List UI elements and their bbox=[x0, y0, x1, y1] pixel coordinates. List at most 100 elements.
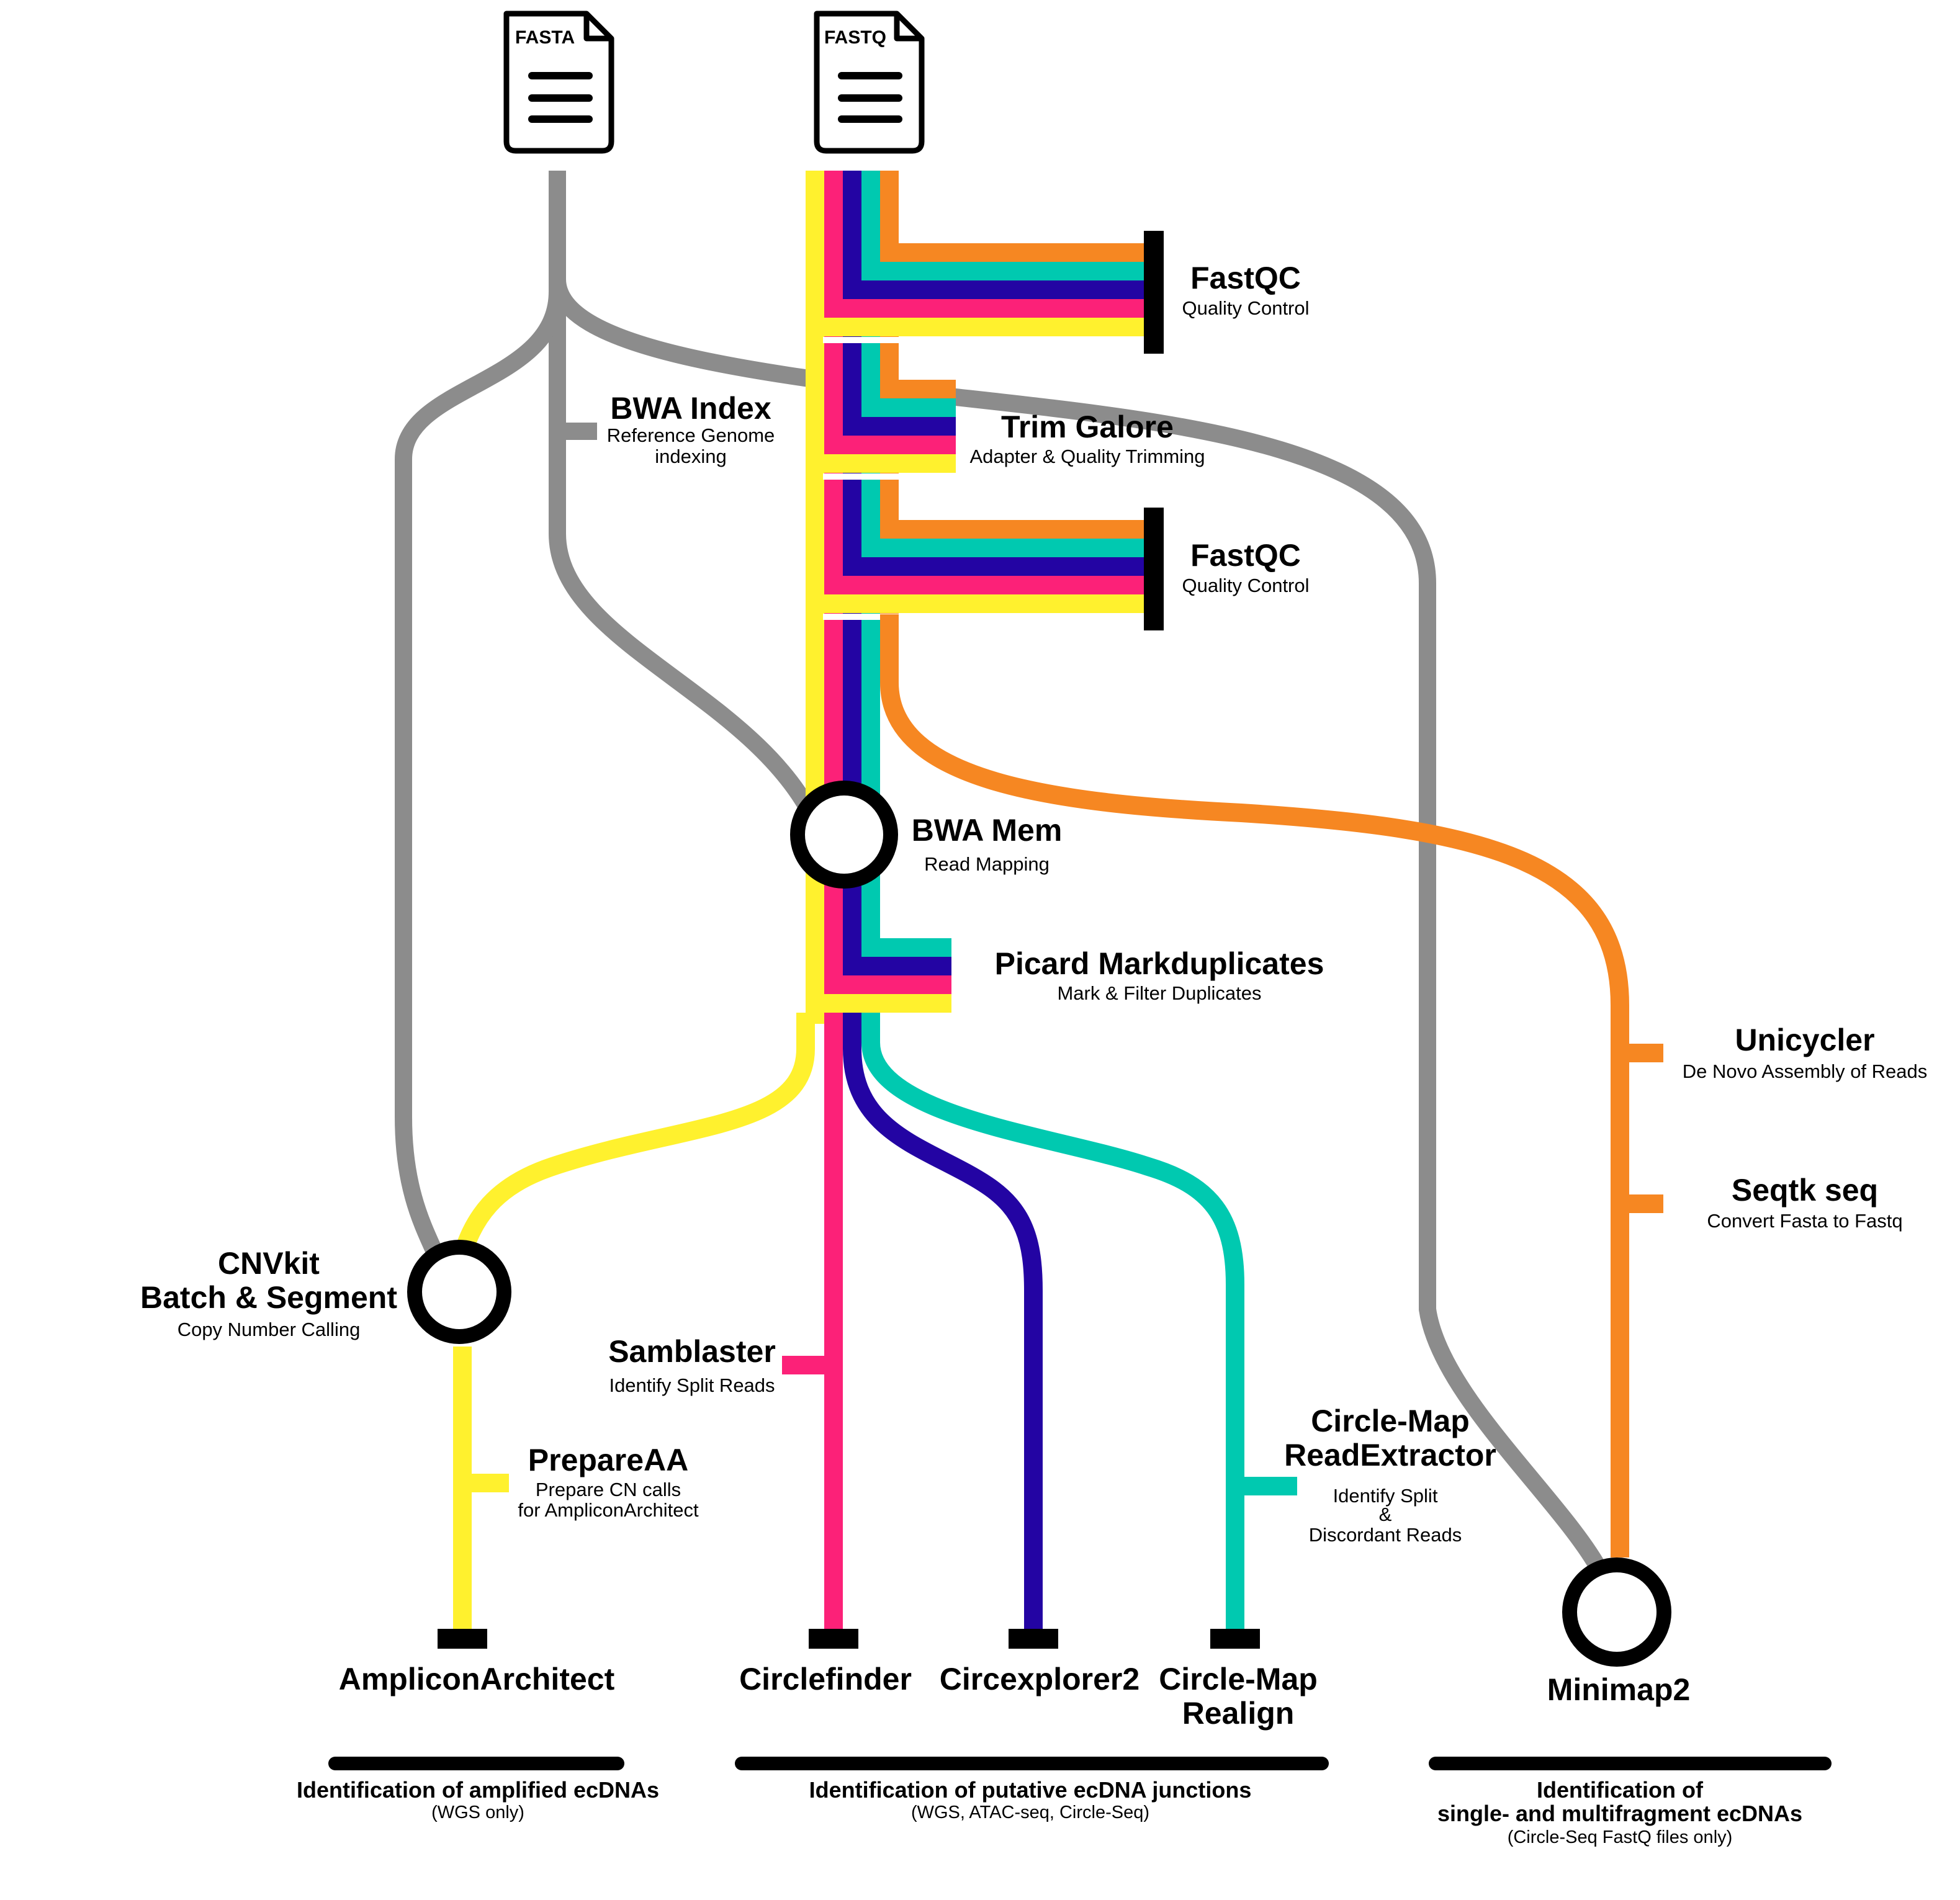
readextractor-label: Circle-Map ReadExtractor Identify Split … bbox=[1284, 1404, 1496, 1546]
trim-teal bbox=[861, 398, 956, 417]
fastqc2-yellow bbox=[806, 594, 1153, 613]
fastqc2-teal bbox=[861, 539, 1153, 557]
picard-pink bbox=[824, 975, 951, 994]
trim-galore-branch bbox=[806, 380, 956, 473]
trim-orange bbox=[880, 380, 956, 398]
circexplorer-stop bbox=[1009, 1629, 1058, 1649]
bwa-index-subtitle-1: Reference Genome bbox=[607, 424, 775, 446]
fastqc2-label: FastQC Quality Control bbox=[1182, 538, 1309, 596]
minimap2-station bbox=[1562, 1557, 1671, 1667]
readextractor-title-1: Circle-Map bbox=[1311, 1404, 1470, 1438]
bwa-index-label: BWA Index Reference Genome indexing bbox=[607, 391, 775, 467]
group-amplified-label: Identification of amplified ecDNAs (WGS … bbox=[297, 1777, 659, 1822]
circlefinder-stop bbox=[809, 1629, 858, 1649]
trim-pink bbox=[824, 436, 956, 454]
fasta-label: FASTA bbox=[515, 27, 575, 48]
gap-2 bbox=[823, 473, 904, 480]
seqtk-label: Seqtk seq Convert Fasta to Fastq bbox=[1707, 1173, 1902, 1232]
group-junctions-title: Identification of putative ecDNA junctio… bbox=[809, 1777, 1252, 1803]
fastqc1-navy bbox=[843, 280, 1153, 299]
bwa-mem-subtitle: Read Mapping bbox=[924, 853, 1050, 875]
trunk-pink bbox=[824, 171, 843, 831]
gap-1 bbox=[823, 337, 904, 343]
unicycler-subtitle: De Novo Assembly of Reads bbox=[1683, 1060, 1928, 1082]
endpoint-amplicon: AmpliconArchitect bbox=[339, 1662, 615, 1696]
trim-yellow bbox=[806, 454, 956, 473]
prepareaa-subtitle-1: Prepare CN calls bbox=[536, 1479, 681, 1500]
cnvkit-title-1: CNVkit bbox=[218, 1246, 320, 1281]
fasta-line-to-bwa-index bbox=[549, 171, 827, 835]
bwa-mem-title: BWA Mem bbox=[912, 813, 1063, 848]
group-multifragment-label: Identification of single- and multifragm… bbox=[1437, 1777, 1802, 1847]
group-multifragment-title-2: single- and multifragment ecDNAs bbox=[1437, 1801, 1802, 1826]
cnvkit-label: CNVkit Batch & Segment Copy Number Calli… bbox=[140, 1246, 397, 1340]
bwa-mem-label: BWA Mem Read Mapping bbox=[912, 813, 1063, 875]
picard-subtitle: Mark & Filter Duplicates bbox=[1057, 982, 1261, 1004]
fastq-label: FASTQ bbox=[824, 27, 886, 48]
picard-label: Picard Markduplicates Mark & Filter Dupl… bbox=[995, 946, 1324, 1004]
readextractor-subtitle-2: & bbox=[1379, 1503, 1392, 1525]
group-junctions-subtitle: (WGS, ATAC-seq, Circle-Seq) bbox=[911, 1803, 1149, 1822]
realign-stop bbox=[1210, 1629, 1260, 1649]
endpoint-circlefinder: Circlefinder bbox=[739, 1662, 912, 1696]
unicycler-label: Unicycler De Novo Assembly of Reads bbox=[1683, 1023, 1928, 1082]
fastqc2-title: FastQC bbox=[1190, 538, 1301, 573]
fastqc2-subtitle: Quality Control bbox=[1182, 575, 1309, 596]
fastqc2-pink bbox=[824, 576, 1153, 594]
samblaster-label: Samblaster Identify Split Reads bbox=[608, 1334, 776, 1396]
picard-teal bbox=[861, 938, 951, 957]
endpoint-stops bbox=[438, 1629, 1260, 1649]
gap-3 bbox=[823, 614, 904, 620]
fastq-file-icon: FASTQ bbox=[814, 11, 925, 154]
group-amplified-subtitle: (WGS only) bbox=[431, 1803, 524, 1822]
final-branches bbox=[450, 1013, 1297, 1638]
trunk-navy bbox=[843, 171, 861, 831]
endpoint-realign-2: Realign bbox=[1182, 1696, 1295, 1731]
yellow-line-to-cnvkit bbox=[450, 1013, 815, 1268]
samblaster-subtitle: Identify Split Reads bbox=[609, 1374, 775, 1396]
fastqc1-orange bbox=[880, 243, 1153, 262]
seqtk-title: Seqtk seq bbox=[1732, 1173, 1878, 1208]
navy-line-to-circexplorer2 bbox=[843, 1013, 1043, 1638]
samblaster-title: Samblaster bbox=[608, 1334, 776, 1369]
fastqc1-label: FastQC Quality Control bbox=[1182, 261, 1309, 319]
trim-galore-label: Trim Galore Adapter & Quality Trimming bbox=[969, 410, 1205, 467]
fastqc1-yellow bbox=[806, 318, 1153, 336]
fasta-lines bbox=[395, 171, 1609, 1577]
group-junctions-label: Identification of putative ecDNA junctio… bbox=[809, 1777, 1252, 1822]
trim-galore-title: Trim Galore bbox=[1001, 410, 1174, 444]
endpoint-circexplorer2: Circexplorer2 bbox=[940, 1662, 1140, 1696]
group-multifragment-subtitle: (Circle-Seq FastQ files only) bbox=[1508, 1827, 1733, 1847]
bwa-index-subtitle-2: indexing bbox=[655, 446, 726, 467]
cnvkit-subtitle: Copy Number Calling bbox=[178, 1319, 361, 1340]
fastqc2-branch bbox=[806, 508, 1164, 630]
fasta-file-icon: FASTA bbox=[503, 11, 614, 154]
picard-navy bbox=[843, 957, 951, 975]
seqtk-subtitle: Convert Fasta to Fastq bbox=[1707, 1210, 1902, 1232]
trim-navy bbox=[843, 417, 956, 436]
prepareaa-title: PrepareAA bbox=[528, 1443, 688, 1477]
trim-galore-subtitle: Adapter & Quality Trimming bbox=[969, 446, 1205, 467]
cnvkit-title-2: Batch & Segment bbox=[140, 1280, 397, 1315]
bwa-index-title: BWA Index bbox=[610, 391, 771, 426]
fastqc1-teal bbox=[861, 262, 1153, 280]
fastqc2-navy bbox=[843, 557, 1153, 576]
fastqc1-branch bbox=[806, 231, 1164, 354]
teal-line-to-realign bbox=[861, 1013, 1244, 1638]
readextractor-title-2: ReadExtractor bbox=[1284, 1438, 1496, 1472]
group-multifragment-title-1: Identification of bbox=[1537, 1777, 1704, 1803]
fastqc1-title: FastQC bbox=[1190, 261, 1301, 295]
orange-line-to-minimap2 bbox=[880, 614, 1629, 1557]
cnvkit-station bbox=[407, 1240, 511, 1344]
trunk-yellow bbox=[806, 171, 824, 831]
readextractor-subtitle-3: Discordant Reads bbox=[1309, 1524, 1462, 1546]
fastqc2-orange bbox=[880, 520, 1153, 539]
unicycler-title: Unicycler bbox=[1735, 1023, 1874, 1057]
fastqc2-stop bbox=[1144, 508, 1164, 630]
fastqc1-pink bbox=[824, 299, 1153, 318]
group-amplified-title: Identification of amplified ecDNAs bbox=[297, 1777, 659, 1803]
fasta-line-to-minimap2 bbox=[549, 278, 1609, 1577]
fasta-line-to-cnvkit bbox=[395, 291, 566, 1270]
fastqc1-stop bbox=[1144, 231, 1164, 354]
